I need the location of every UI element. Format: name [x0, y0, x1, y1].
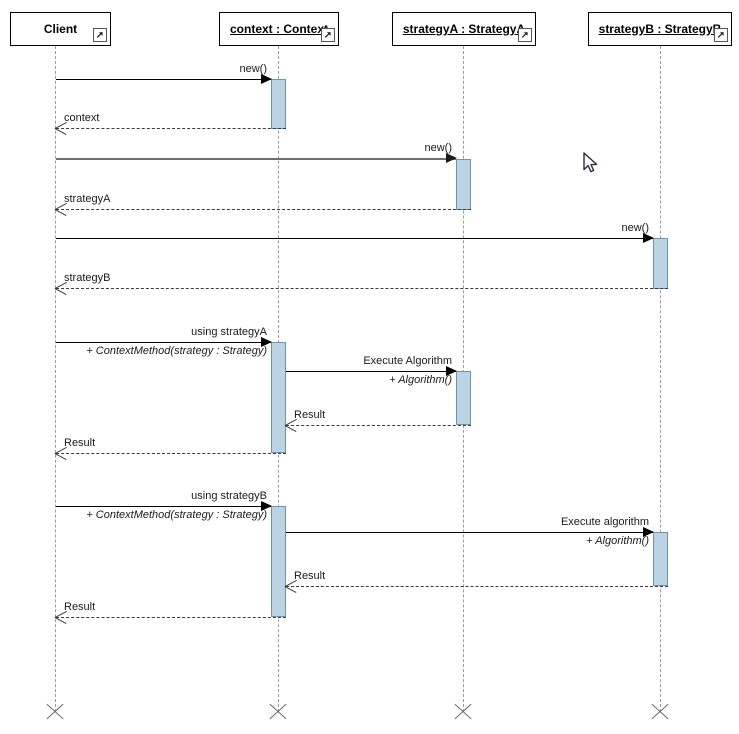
- message-line: [56, 158, 456, 160]
- message-label: Result: [64, 601, 96, 613]
- message-line: [56, 453, 286, 454]
- message-line: [56, 209, 471, 210]
- message-label: new(): [621, 222, 649, 234]
- open-in-new-icon[interactable]: [93, 28, 107, 42]
- activation-bar-strategyB[interactable]: [653, 238, 668, 289]
- message-line: [286, 425, 471, 426]
- message-label: Result: [64, 437, 96, 449]
- open-in-new-icon[interactable]: [518, 28, 532, 42]
- message-line: [56, 506, 271, 507]
- lifeline-header-label: Client: [43, 22, 78, 36]
- message-label: using strategyA: [191, 326, 267, 338]
- lifeline-header-strategyA[interactable]: strategyA : StrategyA: [392, 12, 536, 46]
- message-label: Execute Algorithm: [363, 355, 452, 367]
- arrowhead-filled-right-icon: [261, 74, 272, 84]
- activation-bar-context[interactable]: [271, 79, 286, 129]
- message-label: new(): [424, 142, 452, 154]
- activation-bar-context[interactable]: [271, 342, 286, 453]
- lifeline-client[interactable]: [55, 46, 56, 712]
- arrowhead-filled-right-icon: [446, 153, 457, 163]
- message-line: [56, 128, 286, 129]
- message-line: [286, 586, 668, 587]
- activation-bar-context[interactable]: [271, 506, 286, 617]
- message-line: [56, 238, 653, 239]
- lifeline-strategyB[interactable]: [660, 46, 661, 712]
- activation-bar-strategyA[interactable]: [456, 159, 471, 210]
- lifeline-header-label: context : Context: [229, 22, 328, 36]
- arrowhead-filled-right-icon: [261, 337, 272, 347]
- message-signature-label: + Algorithm(): [389, 374, 452, 386]
- message-line: [286, 532, 653, 533]
- destruction-x-icon-strategyA: [452, 701, 474, 723]
- lifeline-header-label: strategyB : StrategyB: [598, 22, 722, 36]
- message-label: context: [64, 112, 100, 124]
- lifeline-header-client[interactable]: Client: [10, 12, 111, 46]
- arrowhead-filled-right-icon: [643, 527, 654, 537]
- lifeline-header-context[interactable]: context : Context: [219, 12, 339, 46]
- activation-bar-strategyA[interactable]: [456, 371, 471, 425]
- mouse-pointer-icon: [583, 152, 599, 179]
- lifeline-header-label: strategyA : StrategyA: [402, 22, 526, 36]
- arrowhead-filled-right-icon: [643, 233, 654, 243]
- message-label: Result: [294, 570, 326, 582]
- message-line: [56, 79, 271, 80]
- destruction-x-icon-strategyB: [649, 701, 671, 723]
- open-in-new-icon[interactable]: [714, 28, 728, 42]
- message-signature-label: + Algorithm(): [586, 535, 649, 547]
- message-label: Execute algorithm: [560, 516, 649, 528]
- lifeline-header-strategyB[interactable]: strategyB : StrategyB: [588, 12, 732, 46]
- arrowhead-filled-right-icon: [446, 366, 457, 376]
- message-label: Result: [294, 409, 326, 421]
- arrowhead-filled-right-icon: [261, 501, 272, 511]
- message-label: strategyB: [64, 272, 111, 284]
- message-label: strategyA: [64, 193, 111, 205]
- message-line: [56, 342, 271, 343]
- message-signature-label: + ContextMethod(strategy : Strategy): [86, 509, 267, 521]
- message-line: [56, 288, 668, 289]
- message-line: [286, 371, 456, 372]
- destruction-x-icon-client: [44, 701, 66, 723]
- message-label: new(): [239, 63, 267, 75]
- message-signature-label: + ContextMethod(strategy : Strategy): [86, 345, 267, 357]
- activation-bar-strategyB[interactable]: [653, 532, 668, 586]
- open-in-new-icon[interactable]: [321, 28, 335, 42]
- message-line: [56, 617, 286, 618]
- message-label: using strategyB: [191, 490, 267, 502]
- destruction-x-icon-context: [267, 701, 289, 723]
